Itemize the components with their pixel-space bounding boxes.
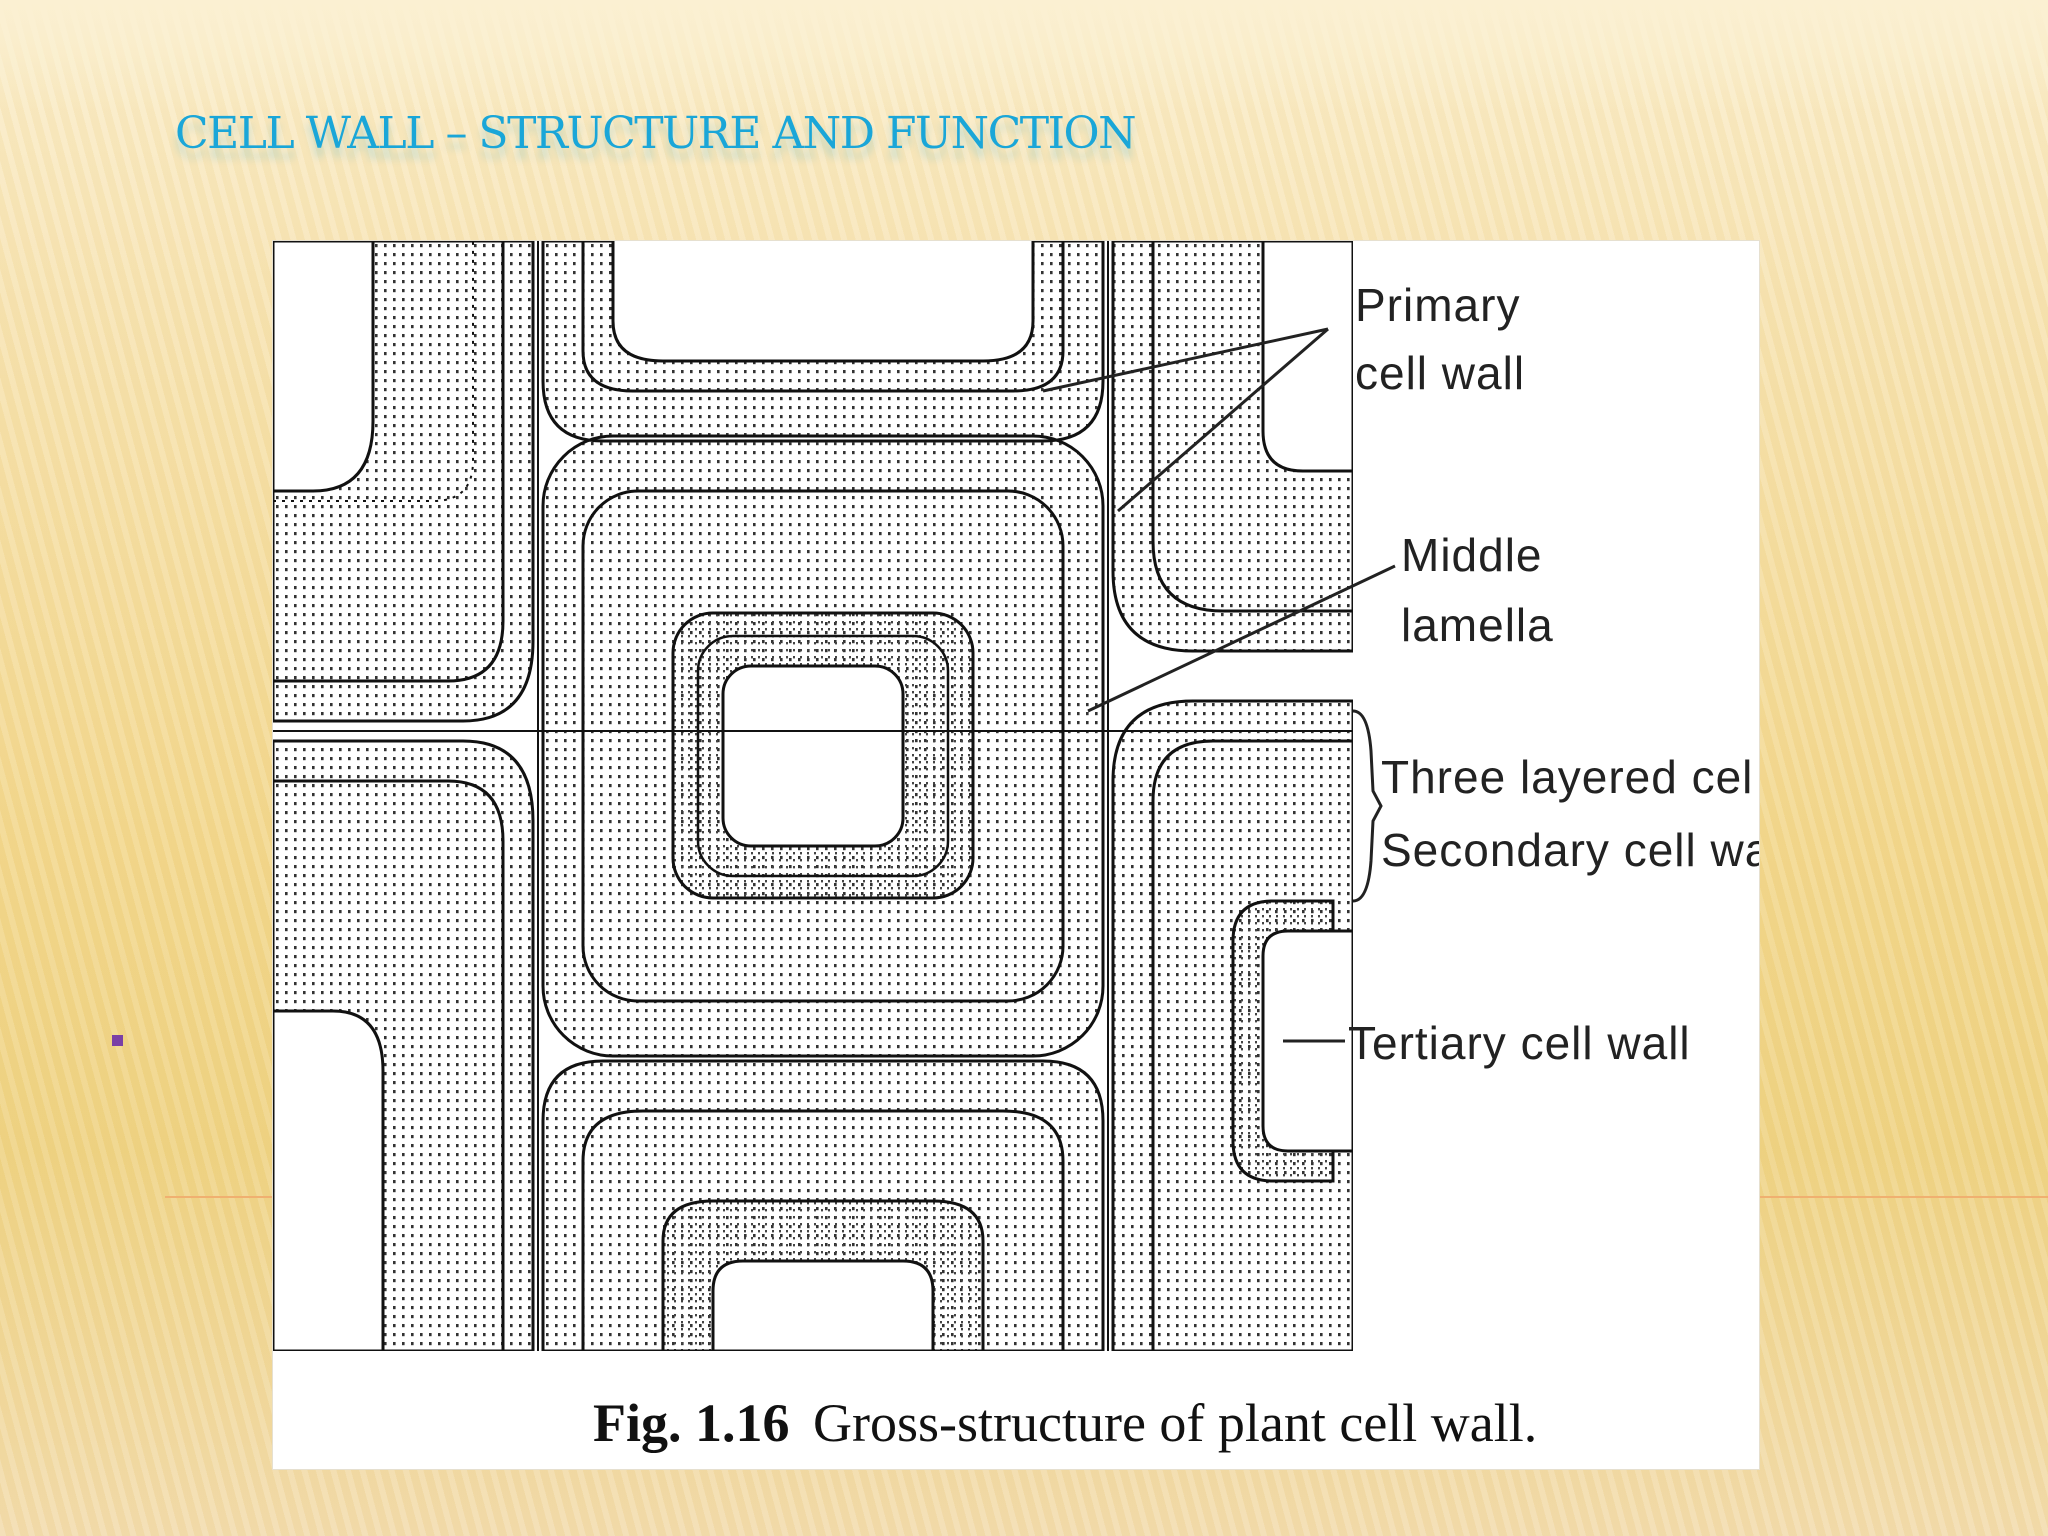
cell-wall-figure: Primary cell wall Middle lamella Three l… bbox=[272, 240, 1760, 1470]
cell-bottom-left bbox=[273, 739, 535, 1351]
label-three-layered: Three layered cel bbox=[1381, 751, 1753, 803]
cell-top-center bbox=[541, 241, 1105, 443]
cell-bottom-right bbox=[1111, 699, 1353, 1351]
cell-bottom-center bbox=[541, 1059, 1105, 1351]
label-primary-line1: Primary bbox=[1355, 279, 1520, 331]
label-middle-line2: lamella bbox=[1401, 599, 1554, 651]
label-primary-line2: cell wall bbox=[1355, 347, 1525, 399]
title-band bbox=[0, 0, 2048, 110]
label-tertiary-wall: Tertiary cell wall bbox=[1348, 1017, 1691, 1069]
label-secondary-wall: Secondary cell wa bbox=[1381, 824, 1759, 876]
cell-top-right bbox=[1111, 241, 1353, 653]
bullet-marker bbox=[112, 1035, 123, 1046]
cell-center bbox=[541, 434, 1105, 1058]
label-pointers bbox=[1042, 327, 1396, 1043]
cell-wall-diagram: Primary cell wall Middle lamella Three l… bbox=[273, 241, 1759, 1453]
figure-caption: Gross-structure of plant cell wall. bbox=[813, 1393, 1537, 1453]
slide-title: Cell wall – Structure and Function bbox=[175, 108, 1137, 159]
figure-number: Fig. 1.16 bbox=[593, 1393, 790, 1453]
cell-grid bbox=[273, 241, 1353, 1351]
label-middle-line1: Middle bbox=[1401, 529, 1543, 581]
cell-top-left bbox=[273, 241, 535, 723]
